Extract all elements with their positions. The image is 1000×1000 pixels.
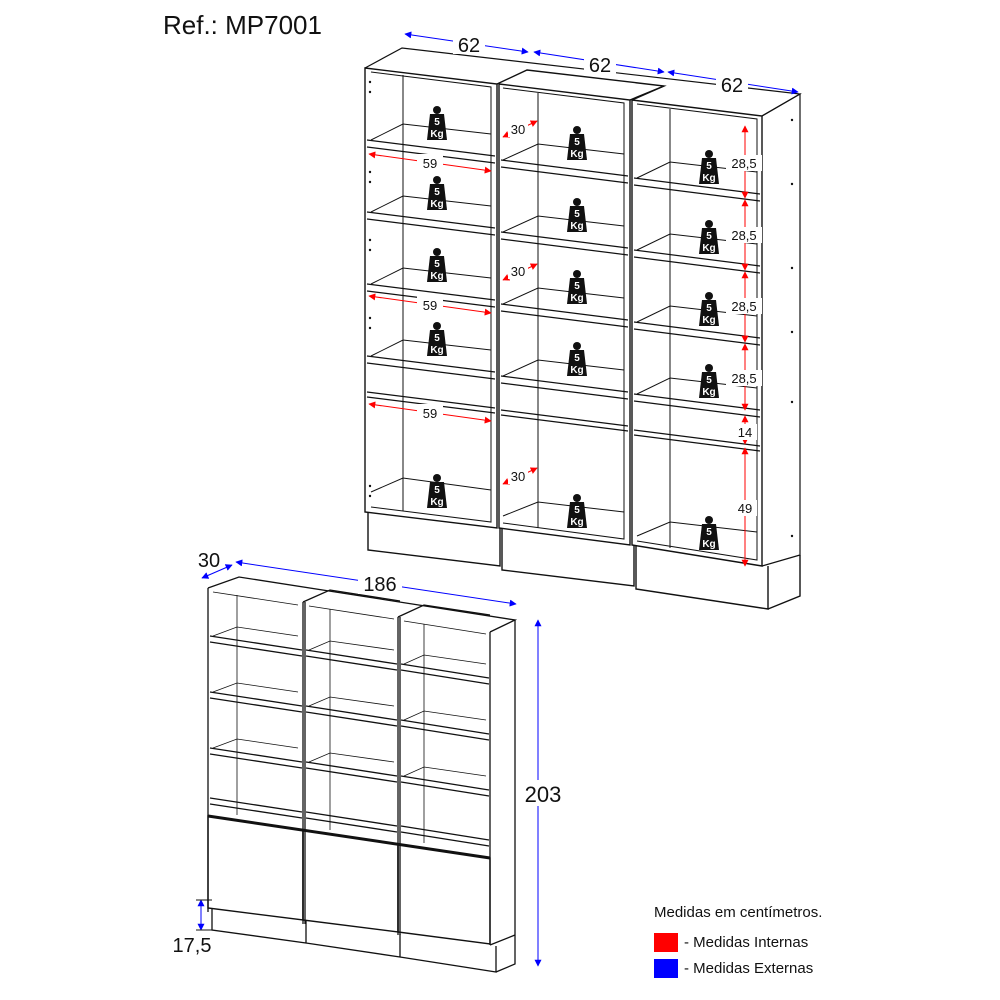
module-width-3: 62 <box>721 75 743 97</box>
internal-depth-dimensions: 30 30 30 <box>502 120 538 485</box>
module-1-frame <box>364 67 498 529</box>
legend-swatch-red <box>654 932 678 952</box>
door-3 <box>397 843 491 945</box>
weight-badge-value: 5 <box>706 161 712 172</box>
weight-badge-unit: Kg <box>702 387 715 398</box>
weight-badge-unit: Kg <box>570 517 583 528</box>
niche-height-2: 28,5 <box>731 228 756 243</box>
module-2-frame <box>498 83 631 546</box>
weight-badge-unit: Kg <box>430 345 443 356</box>
module-width-2: 62 <box>589 55 611 77</box>
door-1 <box>207 815 304 921</box>
weight-badge-unit: Kg <box>570 221 583 232</box>
weight-badge-icon: 5Kg <box>567 342 587 376</box>
niche-height-1: 28,5 <box>731 156 756 171</box>
niche-height-6: 49 <box>738 501 752 516</box>
closed-base-height: 17,5 <box>173 935 212 957</box>
niche-height-dimensions: 28,5 28,5 28,5 28,5 14 49 <box>726 125 762 567</box>
weight-badge-icon: 5Kg <box>567 198 587 232</box>
weight-badge-unit: Kg <box>570 149 583 160</box>
weight-badge-value: 5 <box>574 505 580 516</box>
weight-badge-icon: 5Kg <box>427 176 447 210</box>
internal-width-dimensions: 59 59 59 <box>368 151 492 424</box>
weight-badge-value: 5 <box>574 353 580 364</box>
weight-badge-unit: Kg <box>702 315 715 326</box>
closed-bookcase-drawing <box>207 576 518 973</box>
legend-label-external: - Medidas Externas <box>684 959 814 977</box>
weight-badge-icon: 5Kg <box>567 270 587 304</box>
weight-badge-value: 5 <box>434 259 440 270</box>
weight-badge-value: 5 <box>574 137 580 148</box>
internal-depth-2: 30 <box>511 264 525 279</box>
weight-badge-icon: 5Kg <box>699 150 719 184</box>
weight-badge-unit: Kg <box>430 497 443 508</box>
weight-badge-value: 5 <box>574 281 580 292</box>
weight-badge-icon: 5Kg <box>699 292 719 326</box>
internal-depth-1: 30 <box>511 122 525 137</box>
reference-code: Ref.: MP7001 <box>163 10 322 40</box>
weight-badge-unit: Kg <box>570 293 583 304</box>
weight-badge-unit: Kg <box>430 199 443 210</box>
niche-height-3: 28,5 <box>731 299 756 314</box>
weight-badge-unit: Kg <box>702 173 715 184</box>
weight-badge-value: 5 <box>706 527 712 538</box>
weight-badge-value: 5 <box>706 375 712 386</box>
closed-total-width: 186 <box>363 574 396 596</box>
legend: Medidas em centímetros. - Medidas Intern… <box>654 904 822 983</box>
legend-label-internal: - Medidas Internas <box>684 933 809 951</box>
weight-badge-icon: 5Kg <box>567 494 587 528</box>
weight-badge-icon: 5Kg <box>567 126 587 160</box>
weight-badge-icon: 5Kg <box>699 516 719 550</box>
weight-badge-icon: 5Kg <box>427 106 447 140</box>
weight-badge-unit: Kg <box>430 271 443 282</box>
module-width-dimensions: 62 62 62 <box>404 31 799 97</box>
weight-badge-unit: Kg <box>570 365 583 376</box>
weight-badge-unit: Kg <box>702 243 715 254</box>
legend-item-external: - Medidas Externas <box>654 957 822 979</box>
door-2 <box>302 829 399 933</box>
closed-depth: 30 <box>198 550 220 572</box>
weight-badge-value: 5 <box>434 117 440 128</box>
module-width-1: 62 <box>458 35 480 57</box>
niche-height-5: 14 <box>738 425 752 440</box>
legend-item-internal: - Medidas Internas <box>654 931 822 953</box>
weight-badge-value: 5 <box>434 485 440 496</box>
weight-badge-value: 5 <box>706 303 712 314</box>
internal-width-3: 59 <box>423 406 437 421</box>
legend-title: Medidas em centímetros. <box>654 904 823 921</box>
closed-dimensions: 30 186 203 17,5 <box>173 550 566 967</box>
internal-depth-3: 30 <box>511 469 525 484</box>
weight-badge-unit: Kg <box>702 539 715 550</box>
weight-badge-icon: 5Kg <box>699 364 719 398</box>
weight-badge-icon: 5Kg <box>427 474 447 508</box>
closed-total-height: 203 <box>525 782 562 807</box>
niche-height-4: 28,5 <box>731 371 756 386</box>
internal-width-1: 59 <box>423 156 437 171</box>
weight-badge-unit: Kg <box>430 129 443 140</box>
weight-badge-icon: 5Kg <box>699 220 719 254</box>
weight-badge-value: 5 <box>434 333 440 344</box>
weight-badge-value: 5 <box>706 231 712 242</box>
weight-badge-value: 5 <box>574 209 580 220</box>
base-plinth <box>367 512 501 567</box>
weight-badge-icon: 5Kg <box>427 322 447 356</box>
internal-width-2: 59 <box>423 298 437 313</box>
legend-swatch-blue <box>654 958 678 978</box>
weight-badge-icon: 5Kg <box>427 248 447 282</box>
weight-badges: 5Kg5Kg5Kg5Kg5Kg5Kg5Kg5Kg5Kg5Kg5Kg5Kg5Kg5… <box>427 106 719 550</box>
weight-badge-value: 5 <box>434 187 440 198</box>
